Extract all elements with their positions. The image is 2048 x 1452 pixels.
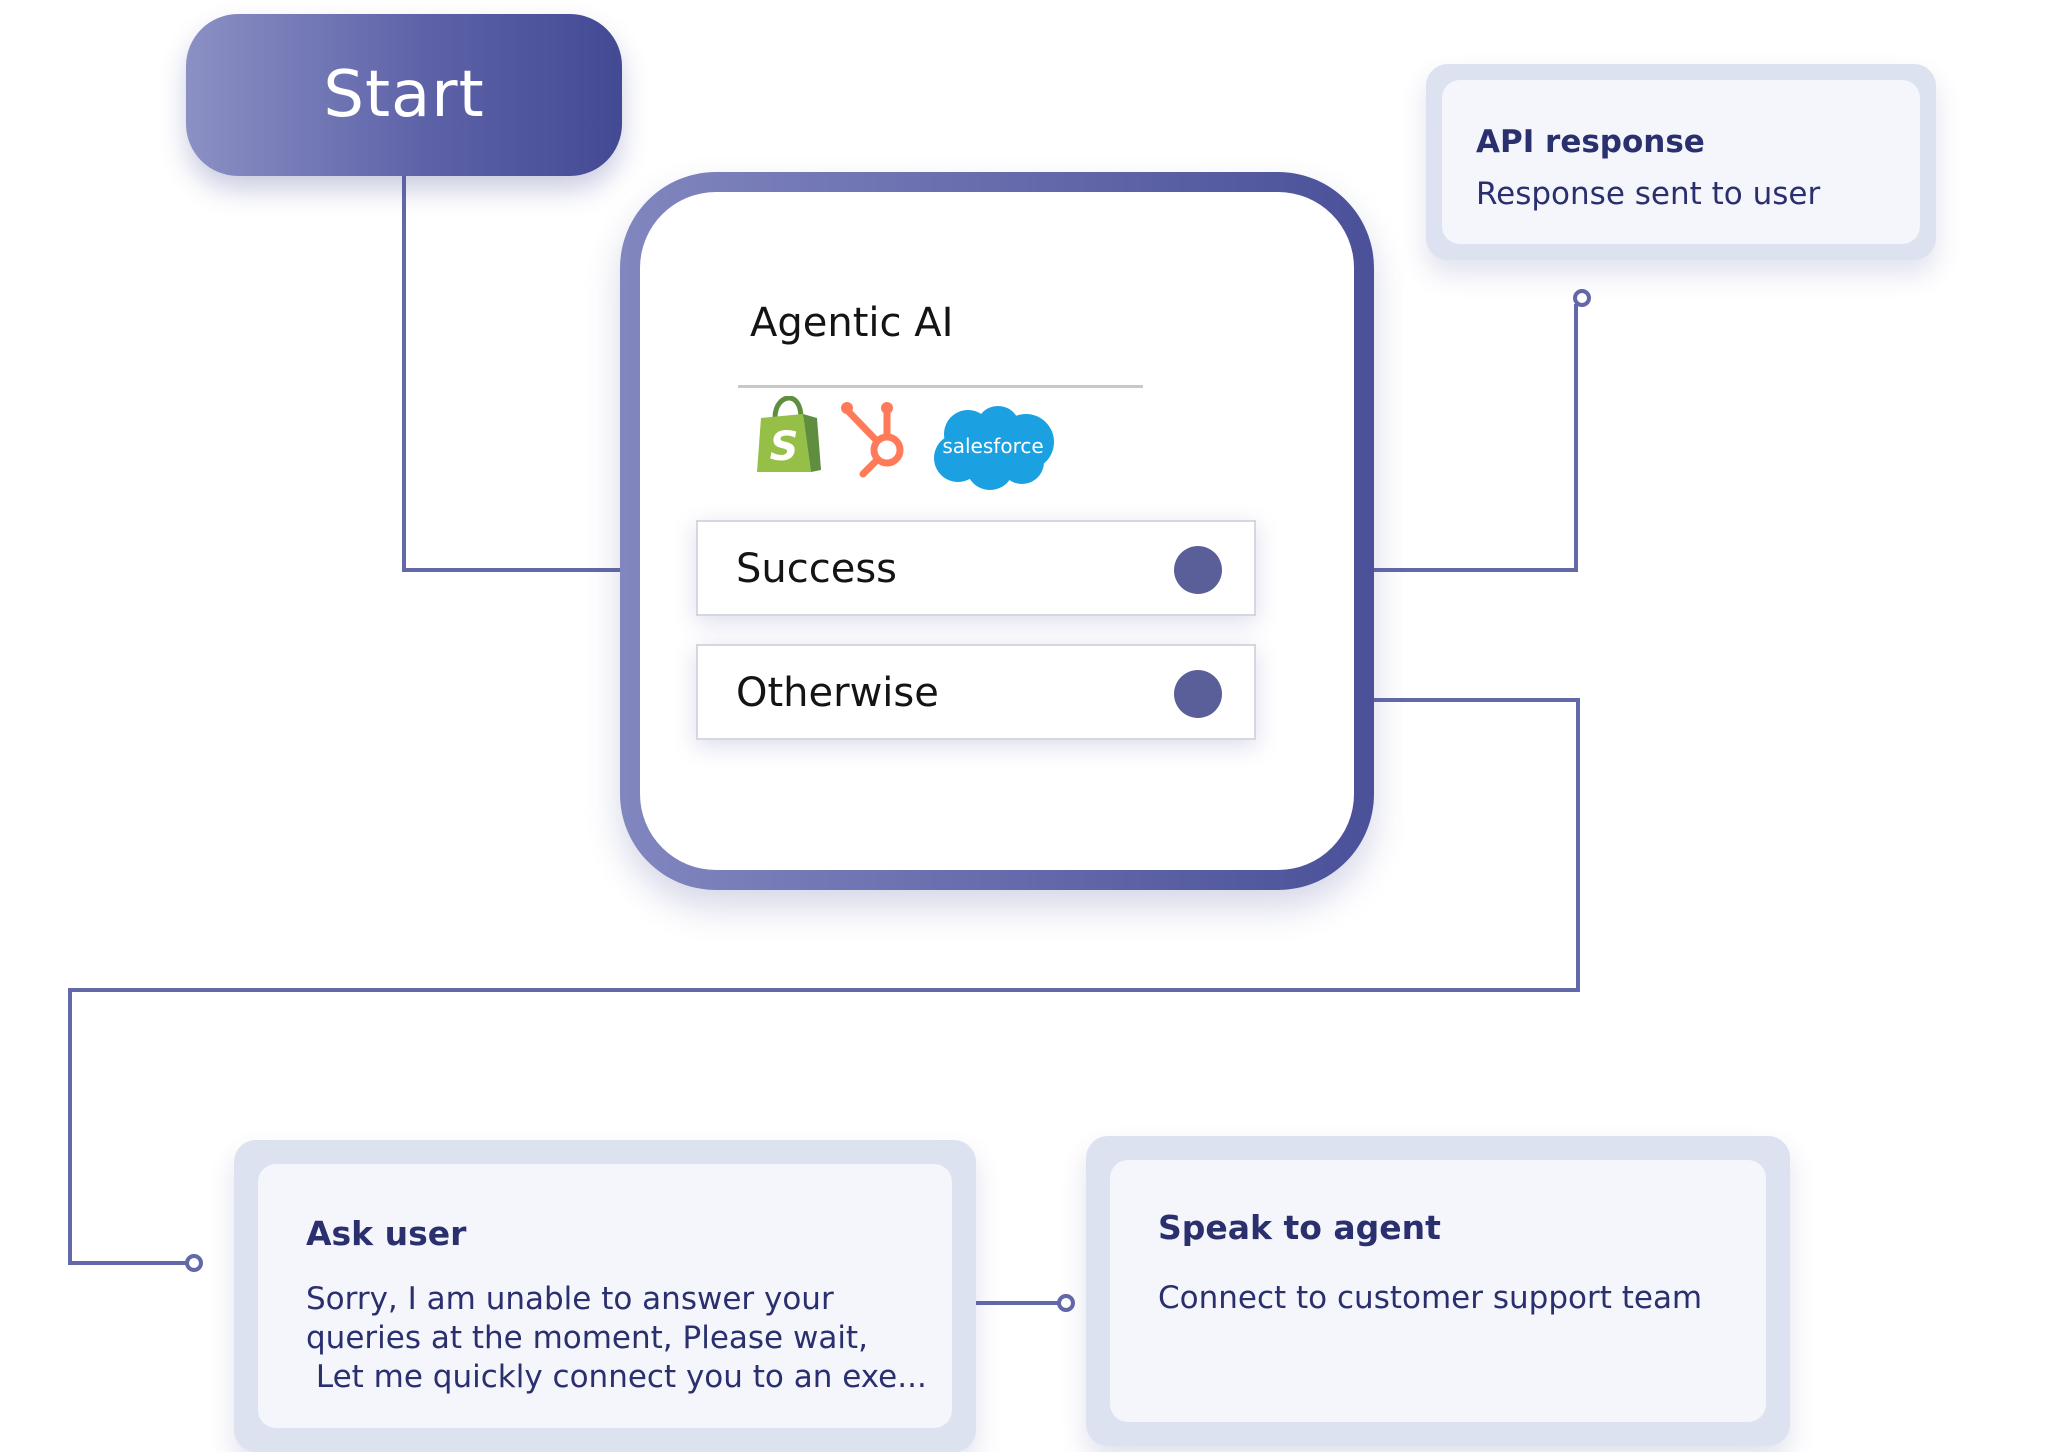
ask-user-message: Sorry, I am unable to answer your querie…	[306, 1280, 927, 1397]
outcome-success[interactable]: Success	[696, 520, 1256, 616]
svg-text:S: S	[770, 424, 799, 470]
shopify-logo: S	[757, 396, 821, 472]
connector-endpoint	[1057, 1294, 1075, 1312]
connector-otherwise-to-ask-user	[68, 698, 1580, 1265]
ask-user-card: Ask user Sorry, I am unable to answer yo…	[258, 1164, 952, 1428]
speak-to-agent-title: Speak to agent	[1158, 1208, 1441, 1247]
api-response-node[interactable]: API response Response sent to user	[1426, 64, 1936, 260]
api-response-card: API response Response sent to user	[1442, 80, 1920, 244]
otherwise-connector-handle[interactable]	[1174, 670, 1222, 718]
connector-start-to-agent	[402, 176, 664, 572]
speak-to-agent-node[interactable]: Speak to agent Connect to customer suppo…	[1086, 1136, 1790, 1446]
outcome-success-label: Success	[736, 546, 898, 592]
connector-endpoint	[1573, 289, 1591, 307]
ask-user-title: Ask user	[306, 1214, 467, 1253]
api-response-title: API response	[1476, 124, 1705, 160]
salesforce-wordmark: salesforce	[942, 434, 1044, 458]
start-node[interactable]: Start	[186, 14, 622, 176]
salesforce-cloud-icon	[934, 406, 1054, 490]
ask-user-message-line: Sorry, I am unable to answer your	[306, 1281, 834, 1317]
outcome-otherwise-label: Otherwise	[736, 670, 939, 716]
connector-success-to-api-response	[1290, 304, 1578, 572]
connector-endpoint	[185, 1254, 203, 1272]
ask-user-message-line: queries at the moment, Please wait,	[306, 1320, 868, 1356]
ask-user-node[interactable]: Ask user Sorry, I am unable to answer yo…	[234, 1140, 976, 1452]
ask-user-message-line: Let me quickly connect you to an exe...	[306, 1359, 927, 1395]
agentic-ai-title: Agentic AI	[750, 300, 954, 346]
outcome-otherwise[interactable]: Otherwise	[696, 644, 1256, 740]
start-label: Start	[323, 58, 485, 132]
speak-to-agent-card: Speak to agent Connect to customer suppo…	[1110, 1160, 1766, 1422]
hubspot-logo	[841, 402, 904, 478]
salesforce-logo: salesforce	[930, 404, 1056, 492]
speak-to-agent-text: Connect to customer support team	[1158, 1280, 1703, 1316]
agentic-ai-divider	[738, 385, 1143, 388]
api-response-text: Response sent to user	[1476, 176, 1821, 212]
success-connector-handle[interactable]	[1174, 546, 1222, 594]
